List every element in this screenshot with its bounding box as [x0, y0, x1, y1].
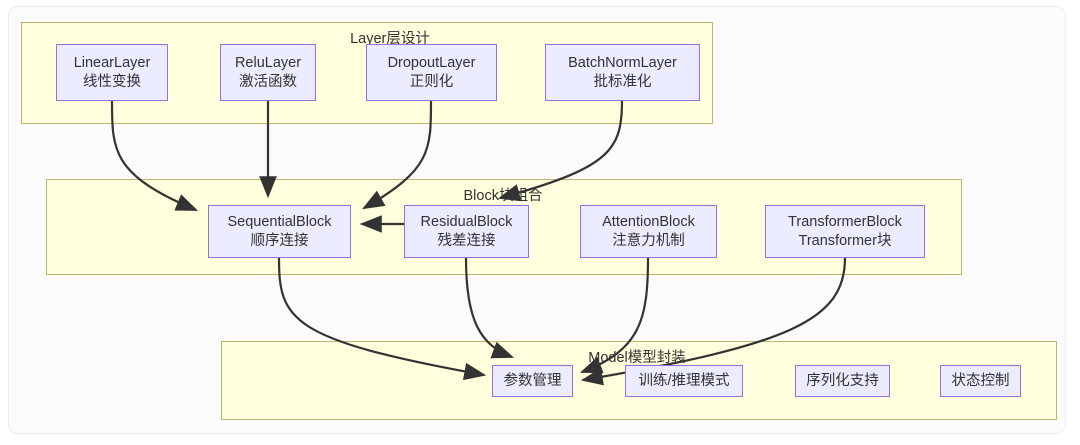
node-label-primary: 状态控制 — [951, 372, 1010, 389]
node-serialize[interactable]: 序列化支持 — [795, 365, 890, 397]
node-attention[interactable]: AttentionBlock 注意力机制 — [580, 205, 717, 258]
node-label-primary: 训练/推理模式 — [638, 372, 730, 389]
node-params[interactable]: 参数管理 — [492, 365, 573, 397]
node-dropout[interactable]: DropoutLayer 正则化 — [366, 44, 497, 101]
node-label-secondary: 线性变换 — [83, 73, 141, 90]
node-residual[interactable]: ResidualBlock 残差连接 — [404, 205, 529, 258]
node-label-secondary: 激活函数 — [239, 73, 297, 90]
node-label-secondary: 残差连接 — [437, 232, 496, 249]
cluster-title-model: Model模型封装 — [588, 350, 686, 366]
cluster-title-block: Block块组合 — [463, 188, 543, 204]
node-label-primary: TransformerBlock — [788, 213, 902, 230]
node-label-primary: AttentionBlock — [602, 213, 695, 230]
node-sequential[interactable]: SequentialBlock 顺序连接 — [208, 205, 351, 258]
node-label-secondary: 注意力机制 — [612, 232, 685, 249]
node-label-secondary: 批标准化 — [593, 73, 652, 90]
node-mode[interactable]: 训练/推理模式 — [625, 365, 743, 397]
node-relu[interactable]: ReluLayer 激活函数 — [220, 44, 316, 101]
node-label-primary: 序列化支持 — [806, 372, 879, 389]
node-label-primary: 参数管理 — [503, 372, 562, 389]
node-label-secondary: Transformer块 — [798, 232, 892, 249]
node-linear[interactable]: LinearLayer 线性变换 — [56, 44, 168, 101]
node-label-primary: SequentialBlock — [227, 213, 332, 230]
node-label-secondary: 顺序连接 — [250, 232, 309, 249]
node-label-primary: BatchNormLayer — [568, 54, 677, 71]
node-batchnorm[interactable]: BatchNormLayer 批标准化 — [545, 44, 700, 101]
node-state[interactable]: 状态控制 — [940, 365, 1021, 397]
node-label-primary: ResidualBlock — [420, 213, 513, 230]
cluster-title-layer: Layer层设计 — [350, 31, 430, 47]
node-label-primary: LinearLayer — [73, 54, 151, 71]
node-label-secondary: 正则化 — [409, 73, 454, 90]
node-label-primary: DropoutLayer — [387, 54, 476, 71]
node-label-primary: ReluLayer — [234, 54, 302, 71]
